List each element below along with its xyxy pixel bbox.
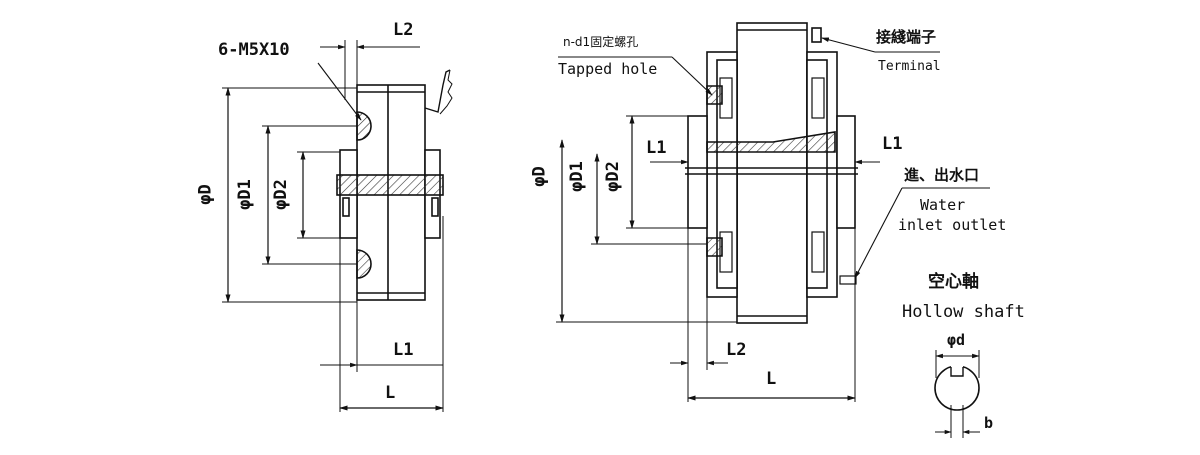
- leader-terminal: [821, 37, 876, 53]
- leader-tapped-hole: [671, 56, 713, 96]
- left-dim-L2: L2: [393, 20, 414, 40]
- terminal-cn: 接綫端子: [876, 28, 937, 46]
- right-bolt-top: [706, 85, 723, 105]
- left-view: [222, 40, 453, 412]
- right-dim-L1-left: L1: [646, 138, 667, 158]
- left-dim-L1: L1: [393, 340, 414, 360]
- terminal-en: Terminal: [878, 59, 941, 74]
- right-flange-right: [836, 115, 856, 229]
- tapped-hole-cn: n-d1固定螺孔: [563, 35, 639, 49]
- right-dim-L1-right: L1: [882, 134, 903, 154]
- left-bolt-spec: 6-M5X10: [218, 40, 290, 60]
- right-bolt-bottom: [706, 237, 723, 257]
- right-view: [556, 22, 990, 402]
- right-dim-D2: φD2: [602, 161, 623, 192]
- left-dim-D1: φD1: [234, 179, 255, 210]
- water-cn: 進、出水口: [904, 166, 980, 184]
- right-shaft: [706, 131, 836, 153]
- left-dim-L: L: [385, 383, 396, 403]
- right-terminal: [811, 27, 822, 43]
- left-dim-D: φD: [195, 184, 216, 205]
- shaft-title-en: Hollow shaft: [902, 302, 1025, 322]
- tapped-hole-en: Tapped hole: [558, 60, 658, 78]
- right-dim-D1: φD1: [566, 161, 587, 192]
- right-rotor: [736, 22, 808, 324]
- water-en-1: Water: [920, 196, 966, 214]
- left-terminal-cable: [424, 69, 451, 113]
- left-shaft: [336, 174, 444, 196]
- right-dim-D: φD: [529, 166, 550, 187]
- water-en-2: inlet outlet: [898, 216, 1007, 234]
- right-dim-L2: L2: [726, 340, 747, 360]
- shaft-dim-b: b: [984, 414, 994, 432]
- left-bolt-bottom: [356, 249, 372, 279]
- right-water-nozzle: [839, 275, 857, 285]
- right-flange-left: [687, 115, 708, 229]
- shaft-title-cn: 空心軸: [928, 272, 979, 292]
- leader-water: [854, 187, 903, 279]
- hollow-shaft-detail: [934, 350, 980, 438]
- left-dim-D2: φD2: [270, 179, 291, 210]
- shaft-dim-d: φd: [947, 331, 966, 349]
- right-dim-L: L: [766, 369, 777, 389]
